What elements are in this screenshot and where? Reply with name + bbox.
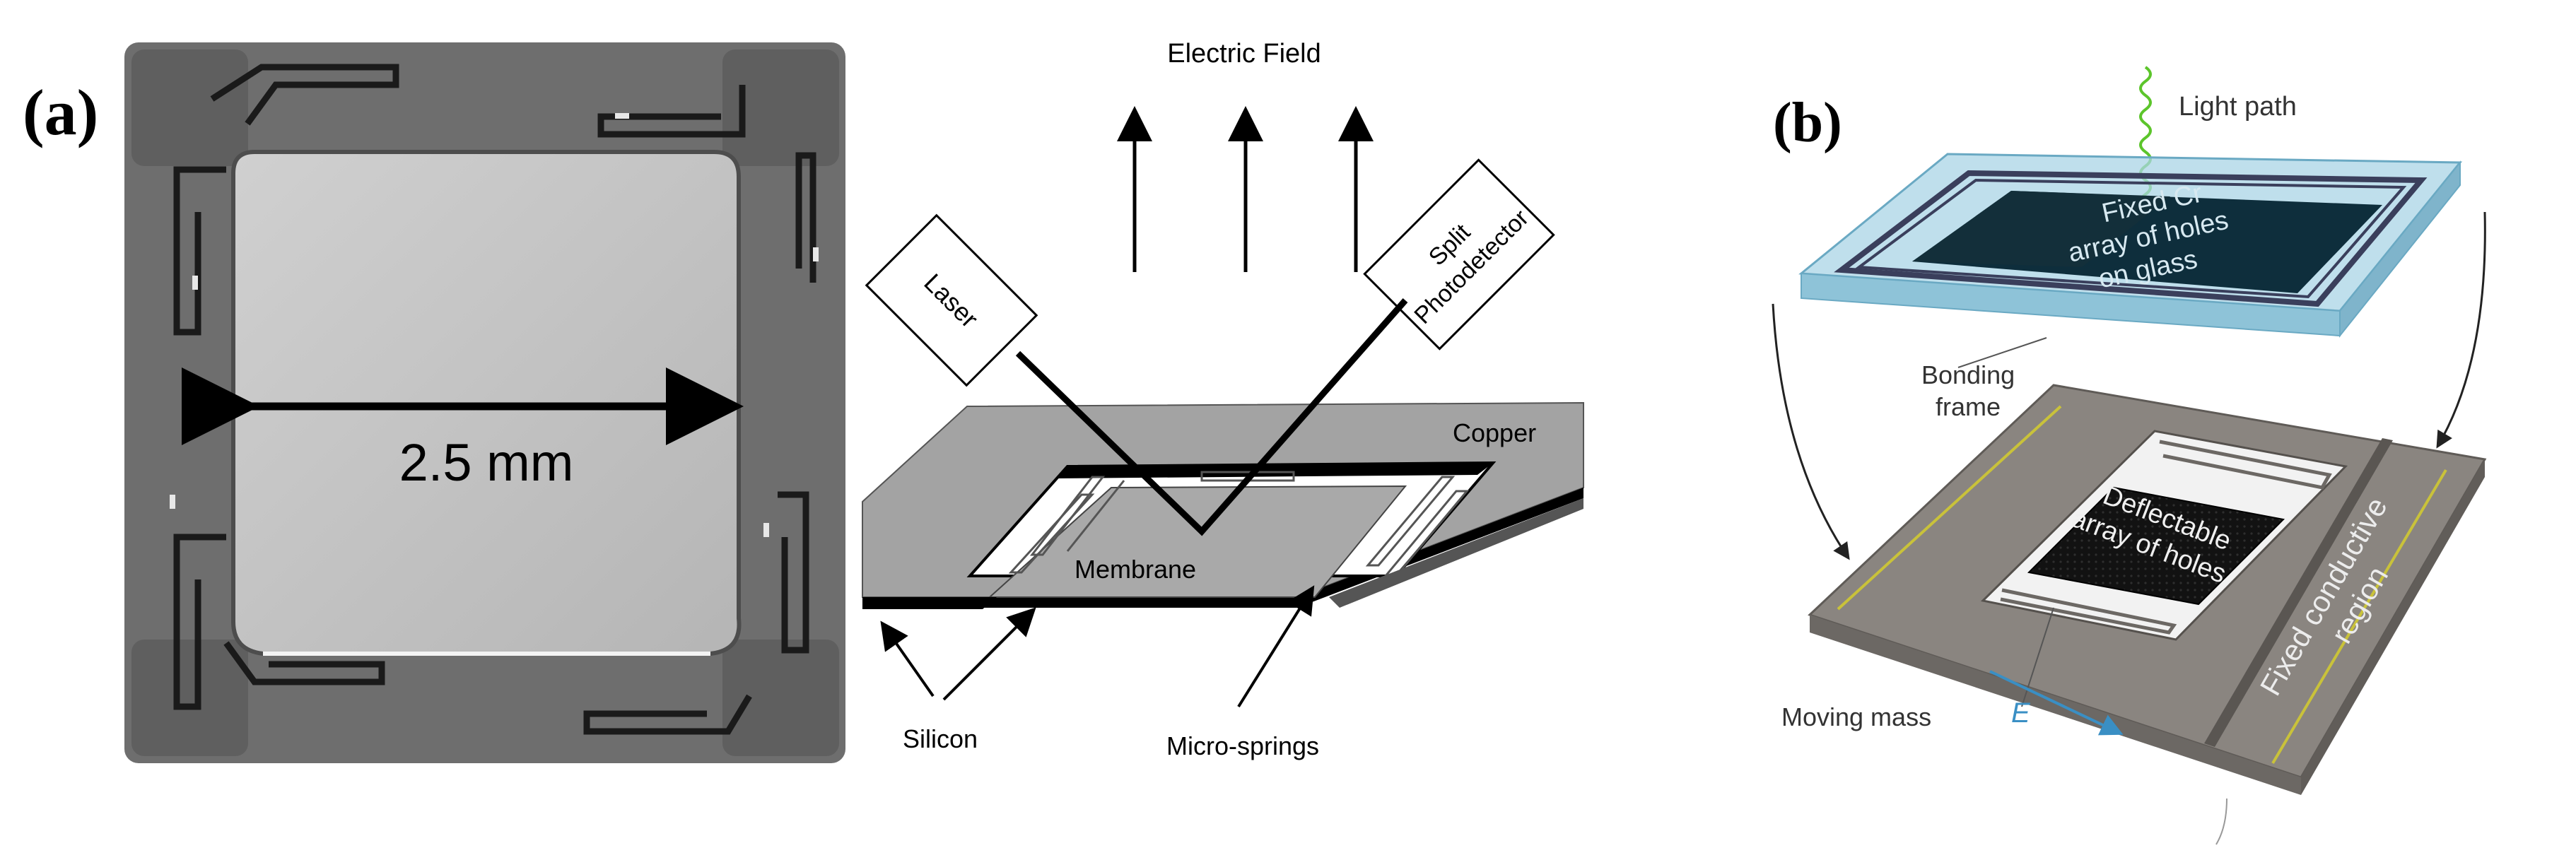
bonding-frame-label-2: frame [1936, 392, 2001, 421]
assembly-arrow-left [1772, 303, 1850, 560]
panel-a: (a) [23, 39, 1584, 763]
glass-plate: Fixed Cr array of holes on glass [1798, 153, 2463, 338]
electric-field-label: Electric Field [1167, 39, 1321, 69]
membrane-label: Membrane [1075, 555, 1196, 584]
silicon-arrow-1 [880, 620, 935, 697]
silicon-label: Silicon [903, 724, 978, 753]
dimension-label: 2.5 mm [399, 433, 574, 492]
springs-left [1008, 476, 1125, 574]
sensor-schematic: Electric Field Laser Split Photodetector [862, 39, 1584, 760]
panel-b: (b) Light path Fixed Cr array of holes o… [1772, 66, 2487, 845]
e-field-label: E [2011, 697, 2031, 729]
photo-springs [173, 64, 816, 735]
deflectable-array [2027, 486, 2285, 606]
copper-label: Copper [1453, 418, 1536, 447]
moving-mass-label: Moving mass [1781, 702, 1931, 731]
assembly-arrow-right [2436, 211, 2486, 449]
laser-beam [1015, 298, 1408, 536]
base-chip: Deflectable array of holes Fixed conduct… [1808, 384, 2487, 795]
panel-a-label: (a) [23, 76, 98, 148]
micro-springs-label: Micro-springs [1166, 731, 1319, 760]
membrane-photo: 2.5 mm [124, 42, 845, 763]
springs-arrow [1237, 585, 1315, 708]
bonding-frame-label-1: Bonding [1921, 360, 2015, 389]
panel-b-label: (b) [1773, 92, 1842, 154]
light-path-label: Light path [2179, 92, 2297, 122]
bonding-frame [1834, 170, 2428, 307]
laser-box: Laser [865, 213, 1038, 387]
e-field-arrow [1989, 670, 2124, 736]
membrane [988, 485, 1407, 598]
detector-box: Split Photodetector [1363, 158, 1555, 351]
chip-springs [2000, 440, 2332, 635]
silicon-arrow-2 [942, 607, 1036, 701]
